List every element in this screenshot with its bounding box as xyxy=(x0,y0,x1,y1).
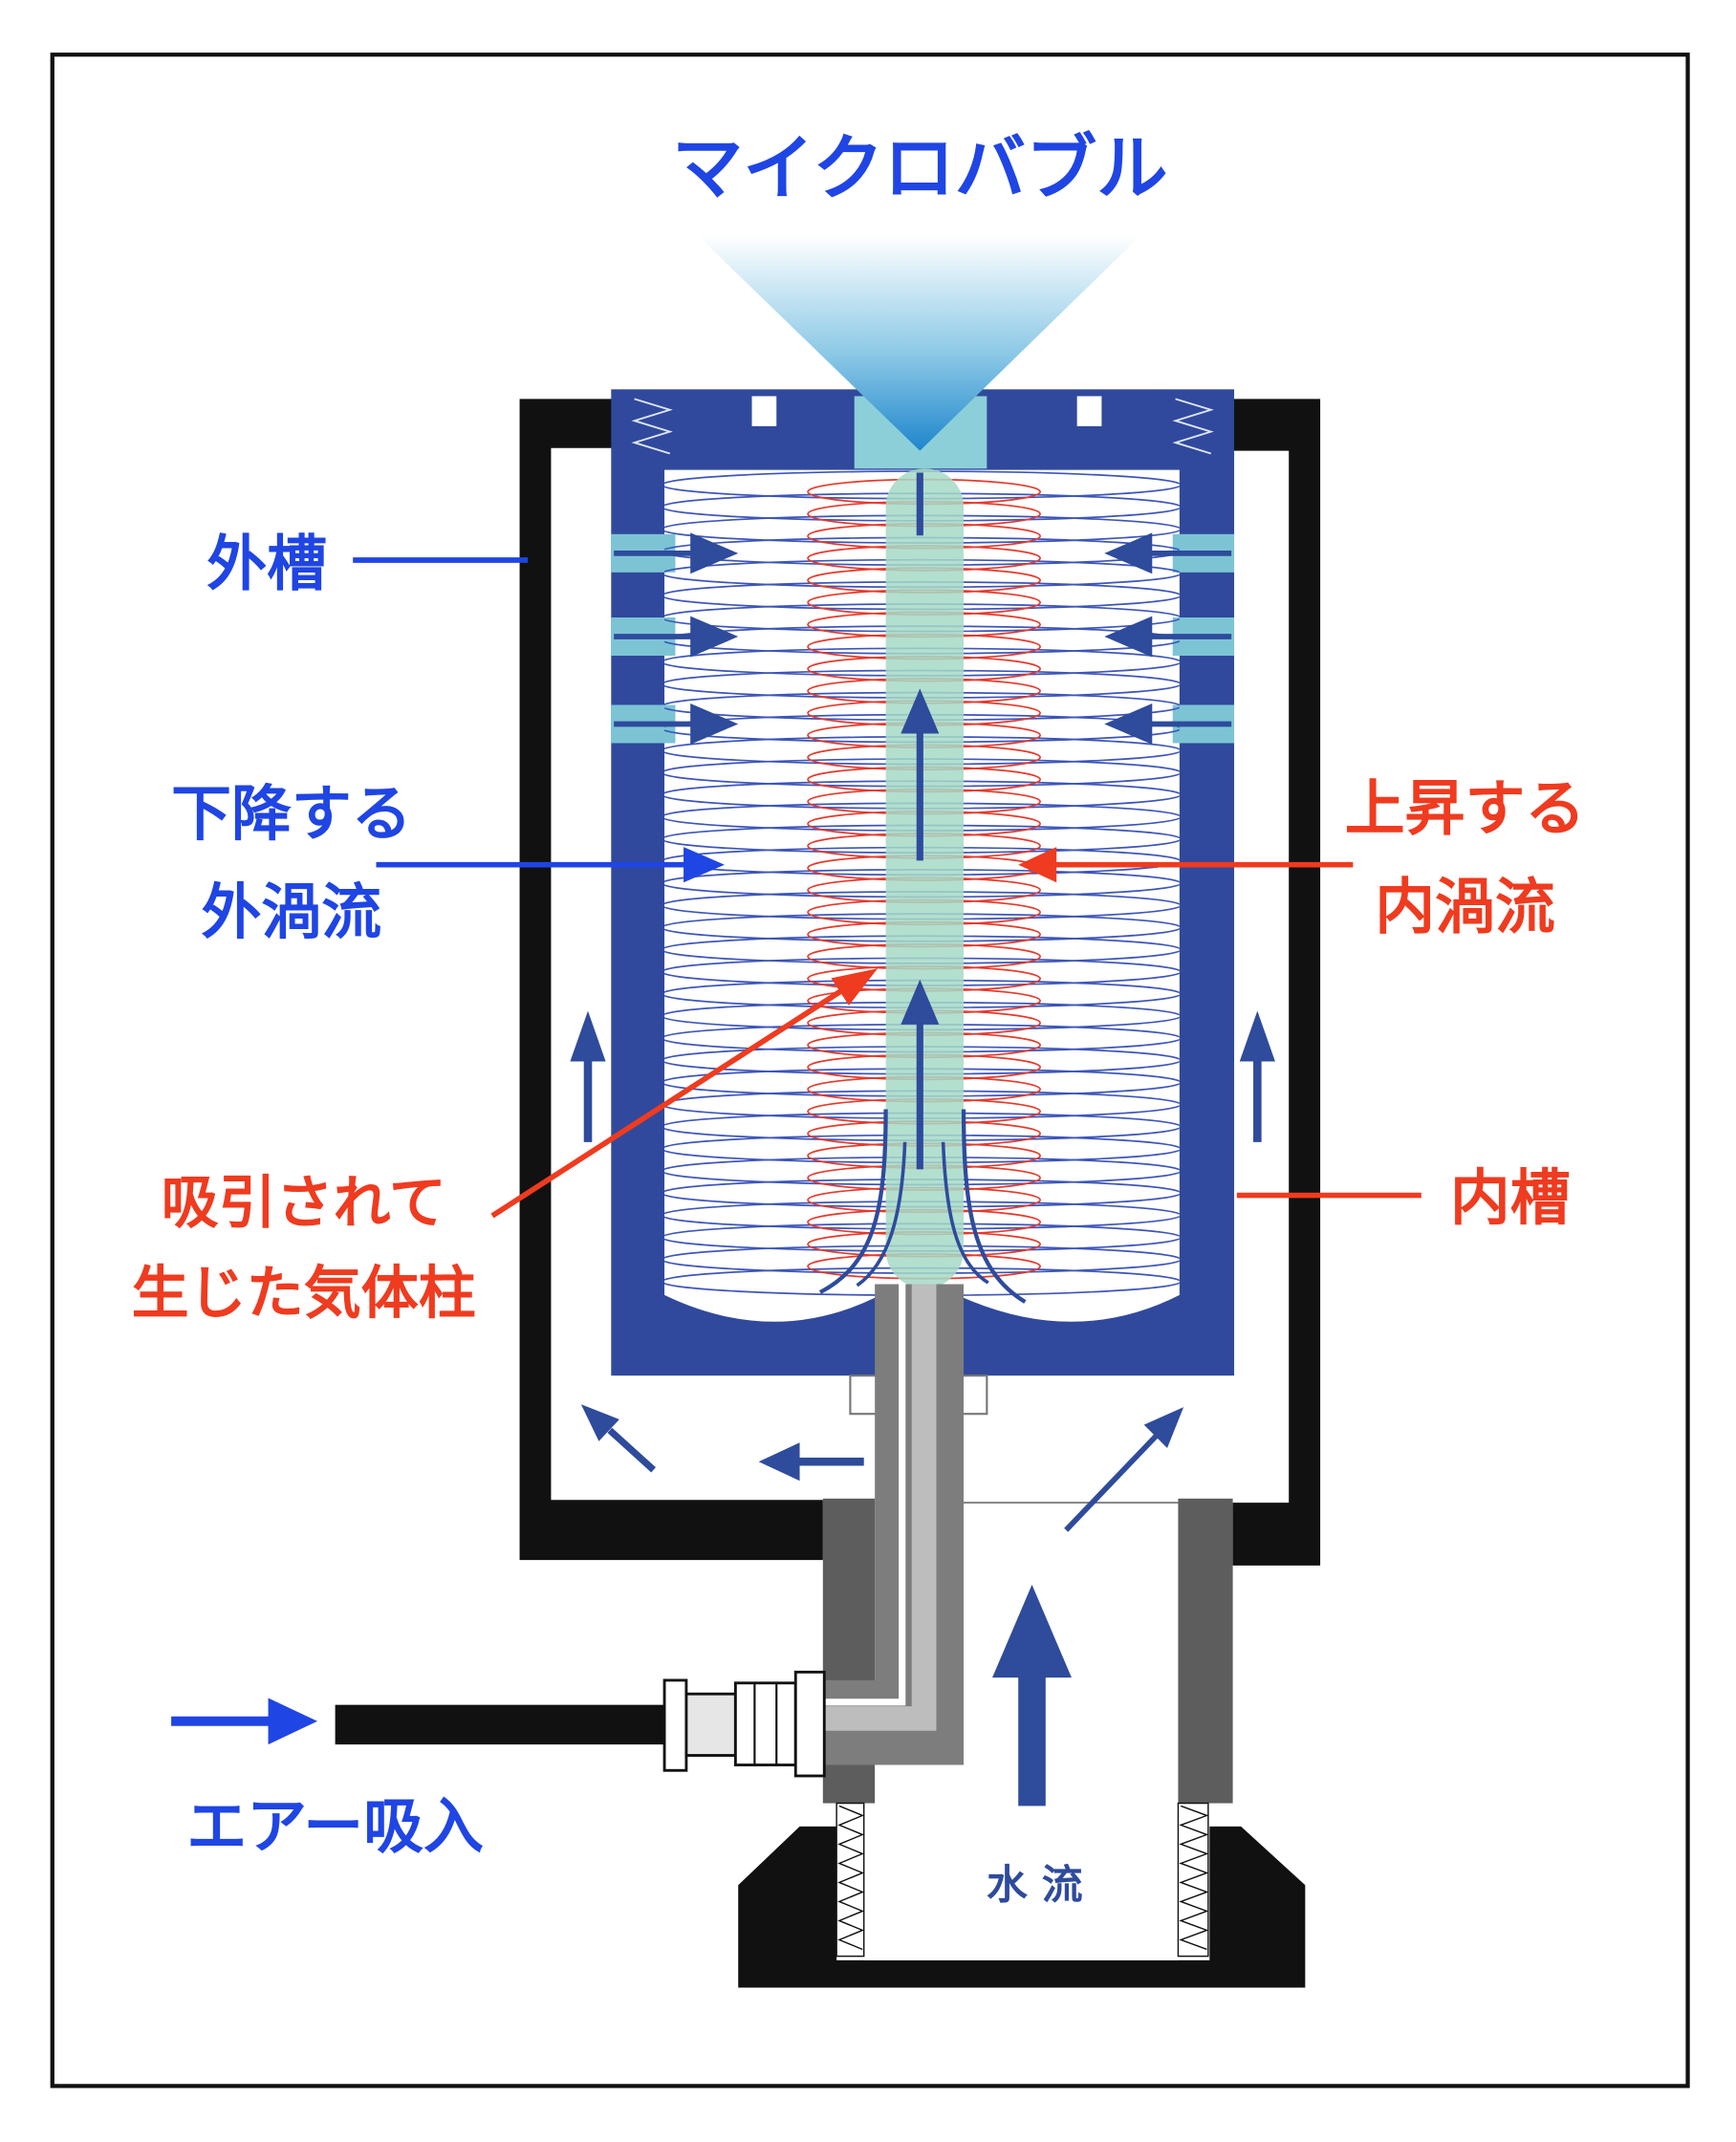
connector-collar xyxy=(793,1670,826,1778)
inflow-arrow-diagonal-right-line xyxy=(1064,1434,1159,1532)
inner-tank-label: 内槽 xyxy=(1450,1163,1571,1233)
gas-column-arrow-line xyxy=(490,987,844,1219)
gas-column xyxy=(885,468,965,1288)
title-microbubble: マイクロバブル xyxy=(672,127,1168,210)
outer-tank-left-wall xyxy=(519,399,823,1561)
gap-up-arrow-right-head xyxy=(1239,1010,1275,1062)
air-intake-tube xyxy=(335,1704,665,1745)
column-arrow-lower-head xyxy=(901,979,940,1025)
cap-spring-right xyxy=(1172,398,1214,455)
gas-column-label-line1: 吸引されて xyxy=(162,1170,446,1237)
outer-tank-right-wall xyxy=(1229,399,1321,1566)
descending-vortex-label-line2: 外渦流 xyxy=(202,877,382,947)
inward-jet-arrows xyxy=(614,532,1232,745)
descending-vortex-arrow-head xyxy=(684,847,725,883)
return-arrow-diagonal-left-head xyxy=(580,1404,619,1441)
column-arrow-middle-head xyxy=(901,688,940,734)
return-arrow-left-head xyxy=(758,1442,800,1482)
base-inner-opening xyxy=(863,1806,1179,1960)
descending-vortex-label-line1: 下降する xyxy=(171,779,412,849)
air-pipe-highlight xyxy=(824,1284,937,1731)
jet-arrow-left-2-head xyxy=(690,616,739,658)
ascending-vortex-label-line2: 内渦流 xyxy=(1375,872,1555,941)
jet-arrow-right-1-head xyxy=(1104,532,1153,574)
jet-arrow-left-3-head xyxy=(690,703,739,745)
connector-nut xyxy=(733,1681,797,1766)
connector-neck xyxy=(684,1692,737,1757)
jet-arrow-left-1-head xyxy=(690,532,739,574)
water-flow-arrow-head xyxy=(992,1584,1072,1678)
microbubble-spray-cone xyxy=(697,234,1141,451)
cap-vent-right xyxy=(1076,396,1102,426)
jet-arrow-right-2-head xyxy=(1104,616,1153,658)
jet-arrow-right-3-head xyxy=(1104,703,1153,745)
cap-vent-left xyxy=(751,396,777,426)
ascending-vortex-label-line1: 上昇する xyxy=(1345,774,1586,844)
suction-flow-curve-inner-left xyxy=(856,1141,907,1287)
thread-strip-left xyxy=(835,1802,865,1958)
thread-strip-right xyxy=(1177,1802,1209,1958)
connector-flange xyxy=(662,1678,688,1772)
water-flow-label: 水 流 xyxy=(987,1862,1083,1910)
return-arrow-diagonal-left-line xyxy=(607,1427,657,1473)
air-intake-arrow-head xyxy=(268,1698,318,1745)
cap-spring-left xyxy=(631,398,673,455)
air-pipe-inner-line xyxy=(824,1284,906,1706)
column-flow-arrows xyxy=(818,472,1027,1304)
housing-wall-right xyxy=(1178,1498,1233,1804)
ascending-vortex-arrow-head xyxy=(1018,847,1057,883)
inflow-arrow-diagonal-right-head xyxy=(1143,1407,1184,1448)
thread-zigzag-right xyxy=(1179,1805,1209,1951)
suction-flow-curve-outer-right xyxy=(961,1109,1027,1304)
water-flow-arrow-stem xyxy=(1018,1673,1046,1827)
gas-column-arrow-head xyxy=(831,968,879,1006)
gap-up-arrow-left-head xyxy=(570,1010,606,1062)
suction-flow-curve-outer-left xyxy=(818,1109,888,1294)
gas-column-label-line2: 生じた気体柱 xyxy=(132,1260,476,1327)
air-intake-label: エアー吸入 xyxy=(186,1791,484,1861)
outer-tank-label: 外槽 xyxy=(206,530,327,599)
suction-flow-curve-inner-right xyxy=(941,1141,989,1285)
base-fitting xyxy=(738,1826,1306,1988)
thread-zigzag-left xyxy=(837,1805,865,1951)
